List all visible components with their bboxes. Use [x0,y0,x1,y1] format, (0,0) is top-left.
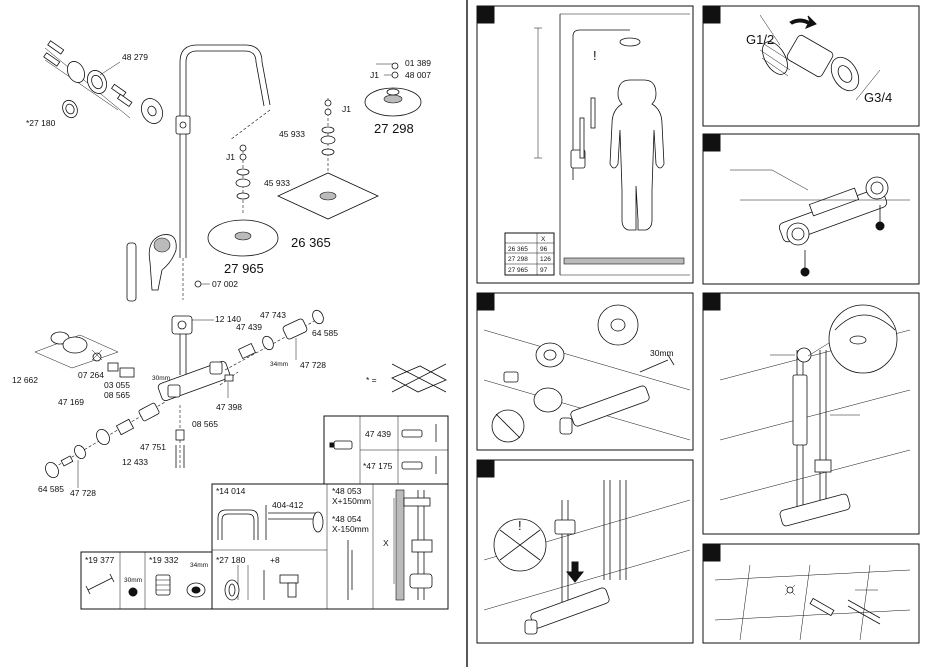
label-01389: 01 389 [405,58,431,68]
label-27298: 27 298 [374,121,414,136]
step-panel-wall-mount [702,292,920,535]
height-table-row-3-x: 97 [540,267,548,274]
step-panel-riser: ! [476,459,694,644]
accessory-row-47175: *47 175 [363,461,393,471]
head-shower-27298: 01 389 J1 48 007 27 298 [364,58,431,136]
note-symbol: * = [366,375,377,385]
label-08565-a: 08 565 [104,390,130,400]
label-47751: 47 751 [140,442,166,452]
label-47439: 47 439 [236,322,262,332]
label-34mm: 34mm [270,361,288,368]
hand-shower [126,234,177,302]
head-shower-26365: J1 45 933 26 365 [277,98,379,250]
label-j1-top: J1 [370,70,379,80]
accessory-dim-404: 404-412 [272,500,303,510]
label-45933-b: 45 933 [264,178,290,188]
caution-mark: ! [593,48,597,63]
accessory-30mm: 30mm [124,577,142,584]
label-12433: 12 433 [122,457,148,467]
label-64585-a: 64 585 [312,328,338,338]
height-table-header: X [541,236,546,243]
thermostat-body: 30mm 08 565 [152,334,231,470]
accessory-19332: *19 332 [149,555,179,565]
label-j1-mid: J1 [342,104,351,114]
label-48007: 48 007 [405,70,431,80]
accessory-34mm: 34mm [190,562,208,569]
accessory-27180: *27 180 [216,555,246,565]
label-12140: 12 140 [215,314,241,324]
part-47398: 47 398 [216,371,242,412]
label-27180: *27 180 [26,118,56,128]
accessory-plus8: +8 [270,555,280,565]
step-panel-drill-plug [702,543,920,644]
accessory-14014: *14 014 [216,486,246,496]
label-30mm: 30mm [152,375,170,382]
accessory-48053: *48 053 [332,486,362,496]
caution-mark-2: ! [518,518,522,533]
label-47728-a: 47 728 [300,360,326,370]
label-47743: 47 743 [260,310,286,320]
label-03055: 03 055 [104,380,130,390]
step-panel-height: ! X 26 365 96 27 298 126 27 965 97 [476,5,694,284]
wrench-30mm-label: 30mm [650,348,674,358]
label-64585-b: 64 585 [38,484,64,494]
height-table-row-3-part: 27 965 [508,267,528,274]
label-47169: 47 169 [58,397,84,407]
accessory-x-label: X [383,538,389,548]
accessory-48054: *48 054 [332,514,362,524]
label-08565-b: 08 565 [192,419,218,429]
step-panel-thermostat [702,133,920,285]
accessory-48054-length: X-150mm [332,524,369,534]
label-12662: 12 662 [12,375,38,385]
accessory-48053-length: X+150mm [332,496,371,506]
label-45933-a: 45 933 [279,129,305,139]
wall-bracket-parts: 48 279 *27 180 [26,40,163,128]
height-table-row-2-part: 27 298 [508,256,528,263]
head-shower-27965: J1 45 933 27 965 [207,144,290,276]
exploded-view: 48 279 *27 180 01 389 J1 48 007 2 [12,40,447,498]
step-panel-threads: G1/2 G3/4 [702,5,920,127]
lower-cartridge-chain: 47 751 12 433 64 585 47 728 [38,401,166,498]
thread-g-half: G1/2 [746,32,774,47]
riser-and-arm [175,44,271,300]
label-26365: 26 365 [291,235,331,250]
left-handle-chain: 12 662 07 264 03 055 08 565 47 169 [12,331,135,407]
label-27965: 27 965 [224,261,264,276]
label-47398: 47 398 [216,402,242,412]
accessory-table: 47 439 *47 175 *14 014 404-412 *48 053 X… [80,415,449,610]
height-table-row-1-x: 96 [540,246,548,253]
step-panel-drill: 30mm [476,292,694,451]
accessory-row-47439: 47 439 [365,429,391,439]
label-j1-low: J1 [226,152,235,162]
label-48279: 48 279 [122,52,148,62]
label-07002: 07 002 [212,279,238,289]
right-cartridge-chain: 47 743 47 439 64 585 34mm 47 728 [224,309,338,371]
height-table-row-2-x: 126 [540,256,551,263]
thread-g-three-quarter: G3/4 [864,90,892,105]
label-47728-b: 47 728 [70,488,96,498]
person-silhouette [609,79,665,231]
accessory-19377: *19 377 [85,555,115,565]
label-07264: 07 264 [78,370,104,380]
height-table-row-1-part: 26 365 [508,246,528,253]
optional-note: * = [366,363,447,393]
slider-parts: 07 002 12 140 [171,279,241,335]
